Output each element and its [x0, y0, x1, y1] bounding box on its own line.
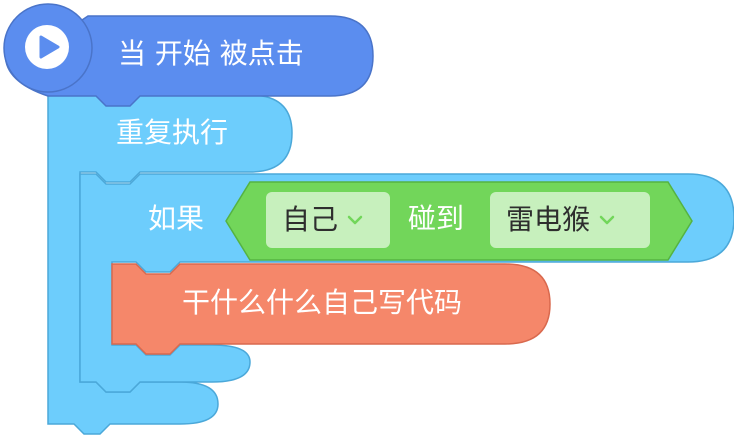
- target-sprite-dropdown[interactable]: 雷电猴: [490, 192, 650, 248]
- custom-code-block-shape[interactable]: [111, 263, 551, 355]
- custom-code-block-label: 干什么什么自己写代码: [182, 286, 463, 319]
- chevron-down-icon: [347, 215, 363, 225]
- if-block-label: 如果: [148, 202, 205, 235]
- target-dropdown-value: 雷电猴: [506, 203, 591, 236]
- play-icon[interactable]: [25, 25, 69, 69]
- subject-dropdown-value: 自己: [282, 203, 339, 236]
- chevron-down-icon: [599, 215, 615, 225]
- subject-dropdown[interactable]: 自己: [266, 192, 390, 248]
- hat-block-label: 当 开始 被点击: [118, 37, 304, 70]
- touching-label: 碰到: [408, 202, 465, 235]
- forever-block-label: 重复执行: [116, 116, 229, 149]
